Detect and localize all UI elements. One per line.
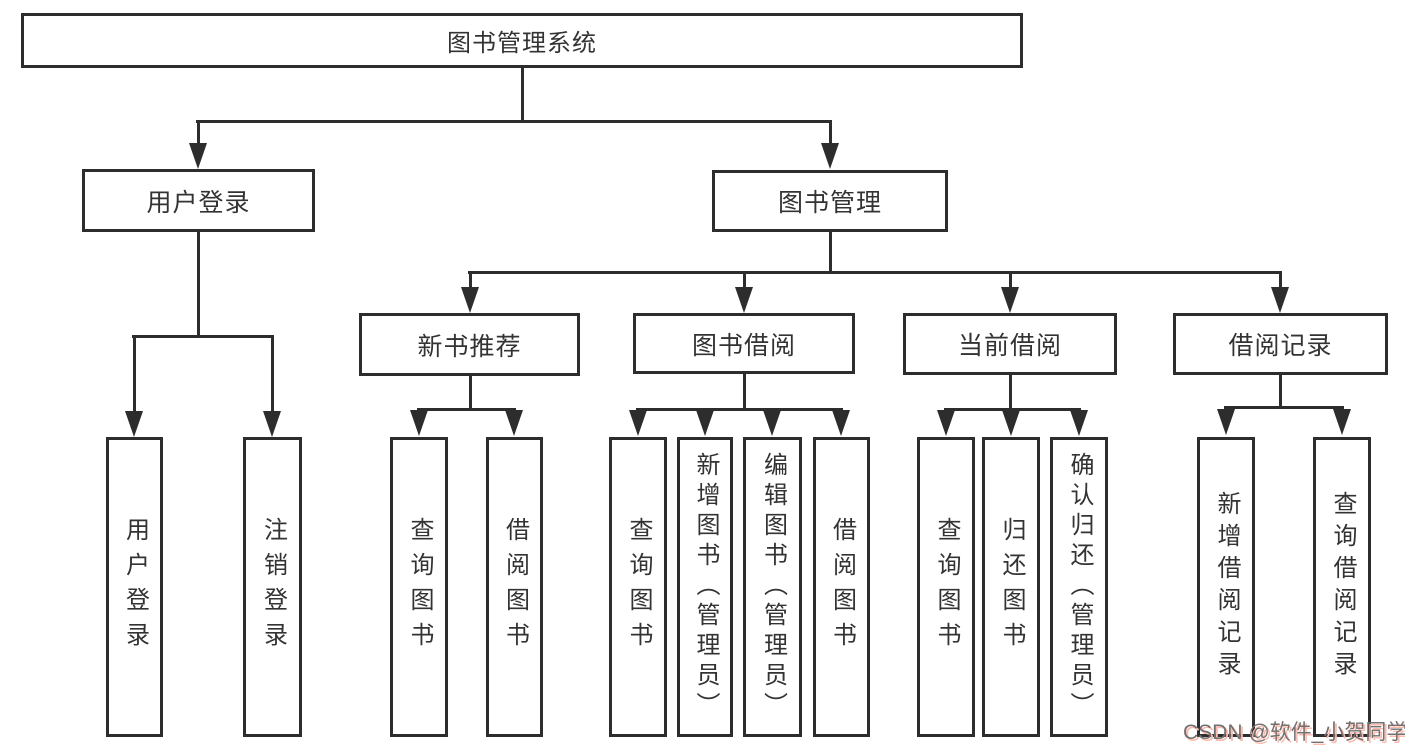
connector-stub (197, 120, 200, 146)
node-current-borrow-label: 当前借阅 (957, 332, 1062, 360)
arrow-down-icon (263, 411, 281, 437)
connector-stub (829, 120, 832, 146)
leaf-newbook-borrow: 借阅图书 (486, 437, 543, 737)
node-root-label: 图书管理系统 (447, 30, 597, 57)
node-new-book-recommend-label: 新书推荐 (417, 332, 522, 361)
arrow-down-icon (763, 410, 781, 436)
node-book-borrow: 图书借阅 (633, 313, 855, 374)
node-book-management: 图书管理 (712, 170, 948, 232)
leaf-record-query: 查询借阅记录 (1313, 437, 1371, 737)
node-book-borrow-label: 图书借阅 (691, 331, 796, 360)
arrow-down-icon (1070, 410, 1088, 436)
csdn-watermark: CSDN @软件_小贺同学 (1183, 721, 1405, 744)
arrow-down-icon (1217, 409, 1235, 435)
connector-book-mgmt-down (829, 232, 832, 273)
connector-user-login-rail (132, 335, 274, 338)
connector-user-login-down (197, 232, 200, 336)
node-borrow-record: 借阅记录 (1173, 313, 1388, 375)
leaf-record-add: 新增借阅记录 (1197, 437, 1255, 737)
connector-new-book-down (469, 375, 472, 408)
arrow-down-icon (1271, 287, 1289, 313)
arrow-down-icon (1002, 410, 1020, 436)
arrow-down-icon (629, 410, 647, 436)
arrow-down-icon (832, 410, 850, 436)
arrow-down-icon (937, 410, 955, 436)
leaf-borrow-edit-admin: 编辑图书（管理员） (743, 437, 802, 737)
leaf-borrow-query: 查询图书 (609, 437, 667, 737)
leaf-current-query: 查询图书 (917, 437, 975, 737)
connector-stub (1279, 271, 1282, 290)
node-user-login: 用户登录 (82, 169, 315, 232)
connector-borrow-record-down (1279, 375, 1282, 406)
leaf-user-login: 用户登录 (106, 437, 163, 737)
arrow-down-icon (1001, 287, 1019, 313)
node-borrow-record-label: 借阅记录 (1228, 332, 1333, 360)
connector-stub (1009, 271, 1012, 290)
connector-new-book-rail (417, 408, 516, 411)
connector-root-down (521, 68, 524, 120)
arrow-down-icon (696, 410, 714, 436)
connector-borrow-record-rail (1224, 406, 1344, 409)
connector-current-borrow-down (1009, 375, 1012, 408)
leaf-current-confirm-admin: 确认归还（管理员） (1050, 437, 1108, 737)
leaf-borrow-book: 借阅图书 (813, 437, 870, 737)
connector-book-borrow-rail (636, 408, 843, 411)
arrow-down-icon (189, 143, 207, 169)
connector-level2-rail (196, 120, 832, 123)
arrow-down-icon (125, 411, 143, 437)
connector-stub (133, 335, 136, 413)
connector-book-borrow-down (743, 373, 746, 408)
leaf-current-return: 归还图书 (982, 437, 1040, 737)
connector-level3-rail (468, 271, 1282, 274)
leaf-borrow-add-admin: 新增图书（管理员） (677, 437, 733, 737)
node-user-login-label: 用户登录 (146, 188, 251, 217)
node-book-management-label: 图书管理 (777, 189, 882, 217)
leaf-newbook-query: 查询图书 (390, 437, 448, 737)
connector-stub (271, 335, 274, 413)
arrow-down-icon (410, 410, 428, 436)
arrow-down-icon (1333, 409, 1351, 435)
arrow-down-icon (735, 287, 753, 313)
arrow-down-icon (821, 143, 839, 169)
node-new-book-recommend: 新书推荐 (359, 313, 580, 376)
arrow-down-icon (461, 287, 479, 313)
connector-current-borrow-rail (944, 408, 1081, 411)
leaf-logout: 注销登录 (243, 437, 302, 737)
node-root: 图书管理系统 (21, 13, 1023, 68)
node-current-borrow: 当前借阅 (903, 313, 1117, 375)
connector-stub (743, 271, 746, 290)
arrow-down-icon (505, 410, 523, 436)
connector-stub (469, 271, 472, 290)
